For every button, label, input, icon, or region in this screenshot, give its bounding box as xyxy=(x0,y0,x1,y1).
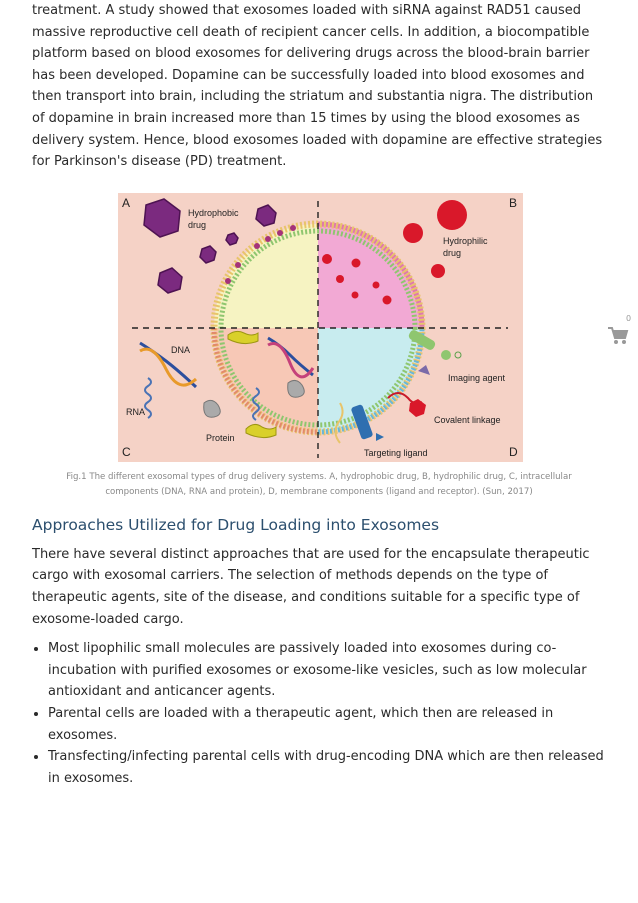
list-item: Parental cells are loaded with a therape… xyxy=(48,703,606,746)
approaches-list: Most lipophilic small molecules are pass… xyxy=(32,638,606,789)
sphere-drug-icon xyxy=(372,281,380,289)
imaging-agent-label: Imaging agent xyxy=(448,373,506,383)
targeting-ligand-label: Targeting ligand xyxy=(364,448,428,458)
sphere-drug-icon xyxy=(336,274,344,283)
letter-d: D xyxy=(509,445,518,459)
hexagon-drug-icon xyxy=(225,231,239,246)
hexagon-drug-icon xyxy=(157,266,183,294)
hydrophilic-label-2: drug xyxy=(443,248,461,258)
exosome-figure: A B C D Hydrophobic drug xyxy=(118,192,523,462)
letter-a: A xyxy=(122,196,130,210)
sphere-drug-icon xyxy=(382,295,392,305)
hydrophilic-label-1: Hydrophilic xyxy=(443,236,488,246)
membrane-lipid-dots xyxy=(225,224,296,284)
sphere-drug-icon xyxy=(351,258,361,268)
rna-label: RNA xyxy=(126,407,145,417)
intro-paragraph: treatment. A study showed that exosomes … xyxy=(32,3,603,170)
protein-icons xyxy=(203,330,305,438)
sphere-drug-icon xyxy=(437,199,467,230)
targeting-ligand-icon xyxy=(334,402,384,444)
sphere-drug-icon xyxy=(403,222,423,243)
exosome-diagram: A B C D Hydrophobic drug xyxy=(118,192,523,462)
dna-helix-icon xyxy=(139,336,315,388)
hydrophilic-drug-icons xyxy=(322,199,467,305)
article-content: treatment. A study showed that exosomes … xyxy=(32,0,606,789)
hexagon-drug-icon xyxy=(255,203,277,227)
hydrophobic-label-2: drug xyxy=(188,220,206,230)
list-item: Transfecting/infecting parental cells wi… xyxy=(48,746,606,789)
covalent-linkage-label: Covalent linkage xyxy=(434,415,501,425)
letter-c: C xyxy=(122,445,131,459)
sphere-drug-icon xyxy=(431,263,445,278)
shopping-cart-icon xyxy=(608,327,629,344)
section-heading: Approaches Utilized for Drug Loading int… xyxy=(32,515,440,534)
shopping-cart-button[interactable] xyxy=(607,326,629,346)
protein-label: Protein xyxy=(206,433,235,443)
hydrophobic-drug-icons xyxy=(143,197,277,294)
hexagon-drug-icon xyxy=(199,244,217,264)
cart-count: 0 xyxy=(626,314,632,323)
sphere-drug-icon xyxy=(322,253,332,264)
sphere-drug-icon xyxy=(351,291,359,299)
list-item: Most lipophilic small molecules are pass… xyxy=(48,638,606,703)
imaging-agent-icon xyxy=(408,329,462,375)
letter-b: B xyxy=(509,196,517,210)
figure-caption: Fig.1 The different exosomal types of dr… xyxy=(66,471,572,497)
hexagon-drug-icon xyxy=(143,197,181,238)
rna-strand-icon xyxy=(144,376,260,421)
hydrophobic-label-1: Hydrophobic xyxy=(188,208,239,218)
covalent-linkage-icon xyxy=(387,391,426,417)
section-paragraph: There have several distinct approaches t… xyxy=(32,546,590,627)
dna-label: DNA xyxy=(171,345,190,355)
